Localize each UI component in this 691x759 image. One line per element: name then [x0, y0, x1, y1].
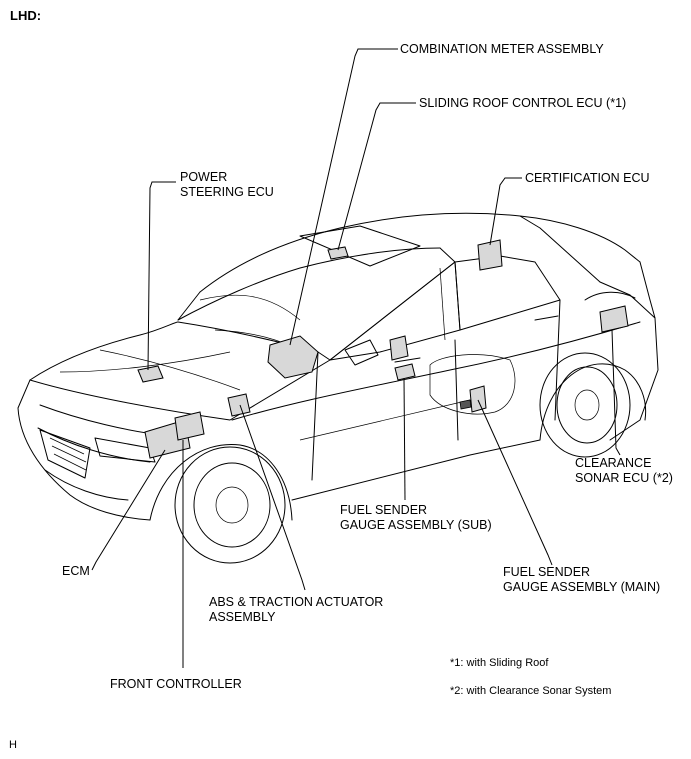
- label-fuel-sender-main-line1: FUEL SENDER: [503, 565, 591, 579]
- label-front-controller: FRONT CONTROLLER: [110, 677, 242, 691]
- clearance-sonar-ecu-part: [599, 305, 629, 333]
- label-abs-actuator-line2: ASSEMBLY: [209, 610, 276, 624]
- label-power-steering-ecu-line2: STEERING ECU: [180, 185, 274, 199]
- note-sliding-roof: *1: with Sliding Roof: [450, 657, 549, 669]
- label-combination-meter: COMBINATION METER ASSEMBLY: [400, 42, 604, 56]
- leader-lines: [91, 48, 621, 668]
- note-clearance-sonar: *2: with Clearance Sonar System: [450, 685, 612, 697]
- region-label: LHD:: [10, 8, 42, 23]
- fuel-sender-sub-part: [394, 363, 416, 381]
- component-shapes: [137, 239, 629, 459]
- figure-code: H: [9, 739, 17, 751]
- label-fuel-sender-main: FUEL SENDER GAUGE ASSEMBLY (MAIN): [503, 565, 660, 595]
- label-ecm: ECM: [62, 564, 90, 578]
- label-fuel-sender-sub-line2: GAUGE ASSEMBLY (SUB): [340, 518, 492, 532]
- certification-ecu-part: [477, 239, 503, 271]
- label-certification-ecu: CERTIFICATION ECU: [525, 171, 650, 185]
- fuel-sender-main-part: [469, 385, 487, 413]
- front-controller-part: [174, 411, 205, 441]
- label-abs-actuator: ABS & TRACTION ACTUATOR ASSEMBLY: [209, 595, 383, 625]
- label-clearance-sonar-ecu-line1: CLEARANCE: [575, 456, 652, 470]
- car-body: [17, 212, 659, 564]
- combination-meter-part: [267, 335, 319, 379]
- label-power-steering-ecu: POWER STEERING ECU: [180, 170, 274, 200]
- label-fuel-sender-sub: FUEL SENDER GAUGE ASSEMBLY (SUB): [340, 503, 492, 533]
- label-power-steering-ecu-line1: POWER: [180, 170, 228, 184]
- label-fuel-sender-sub-line1: FUEL SENDER: [340, 503, 428, 517]
- label-clearance-sonar-ecu: CLEARANCE SONAR ECU (*2): [575, 456, 673, 486]
- label-abs-actuator-line1: ABS & TRACTION ACTUATOR: [209, 595, 384, 609]
- abs-actuator-part: [227, 393, 251, 417]
- power-steering-ecu-part: [137, 365, 164, 383]
- sliding-roof-ecu-part: [327, 246, 349, 260]
- label-sliding-roof-ecu: SLIDING ROOF CONTROL ECU (*1): [419, 96, 627, 110]
- label-clearance-sonar-ecu-line2: SONAR ECU (*2): [575, 471, 673, 485]
- label-fuel-sender-main-line2: GAUGE ASSEMBLY (MAIN): [503, 580, 661, 594]
